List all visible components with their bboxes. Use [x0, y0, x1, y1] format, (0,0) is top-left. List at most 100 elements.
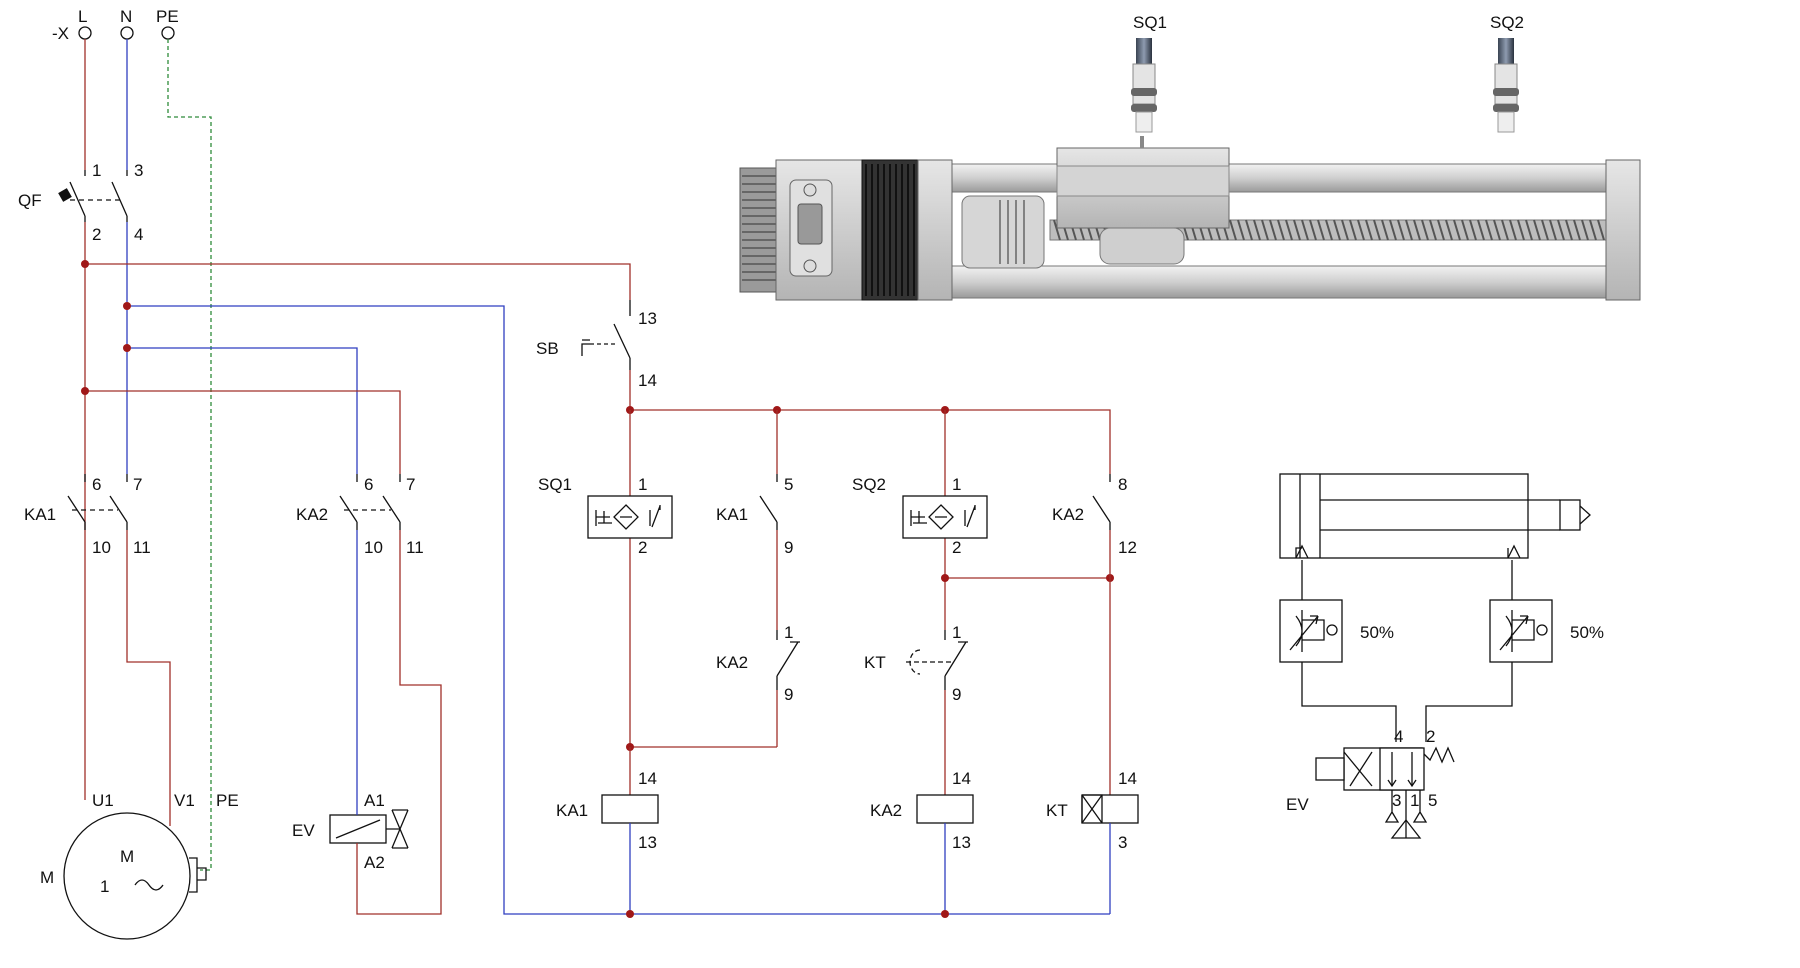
ka2-coil-label: KA2 [870, 801, 902, 820]
svg-text:9: 9 [784, 538, 793, 557]
supply-terminals: -X L N PE [52, 7, 179, 43]
timer-coil-icon [1081, 794, 1103, 824]
svg-text:3: 3 [1392, 791, 1401, 810]
wire-control-bus [629, 370, 1111, 474]
svg-text:5: 5 [784, 475, 793, 494]
terminal-strip-label: -X [52, 24, 69, 43]
pressure-source-icon [1390, 818, 1422, 839]
sq2-sensor-label: SQ2 [1490, 13, 1524, 32]
ka1-hold-label: KA1 [716, 505, 748, 524]
svg-text:3: 3 [1118, 833, 1127, 852]
svg-text:2: 2 [92, 225, 101, 244]
sq1-proximity-sensor-icon [1131, 38, 1157, 133]
svg-text:6: 6 [92, 475, 101, 494]
svg-text:1: 1 [638, 475, 647, 494]
spring-return-icon [1423, 746, 1455, 764]
terminal-pe-label: PE [156, 7, 179, 26]
svg-text:9: 9 [784, 685, 793, 704]
solenoid-actuator-icon [1315, 757, 1345, 781]
svg-text:6: 6 [364, 475, 373, 494]
sb-contact-icon [613, 300, 631, 370]
wire-n-ka2 [127, 347, 358, 474]
ka1-power-label: KA1 [24, 505, 56, 524]
svg-text:7: 7 [406, 475, 415, 494]
svg-text:A1: A1 [364, 791, 385, 810]
svg-text:14: 14 [638, 769, 657, 788]
sb-label: SB [536, 339, 559, 358]
terminal-pe [161, 26, 175, 40]
svg-text:1: 1 [952, 623, 961, 642]
motor-m: M U1 V1 PE M 1 [40, 791, 239, 940]
sq1-sensor-label: SQ1 [1133, 13, 1167, 32]
sq2-proximity-sensor-icon [1493, 38, 1519, 133]
svg-text:14: 14 [952, 769, 971, 788]
svg-text:12: 12 [1118, 538, 1137, 557]
svg-text:11: 11 [133, 538, 151, 557]
valve-symbol-icon [386, 809, 409, 849]
breaker-actuator-icon [58, 188, 72, 202]
kt-coil-label: KT [1046, 801, 1068, 820]
svg-text:1: 1 [784, 623, 793, 642]
linear-actuator: SQ1 SQ2 [739, 13, 1641, 301]
wire-ka2-a2 [356, 530, 442, 915]
terminal-l [78, 26, 92, 40]
pneumatic-cylinder-icon [1279, 473, 1529, 559]
ka1-power-contacts: KA1 6 7 10 11 [24, 474, 151, 557]
svg-text:10: 10 [364, 538, 383, 557]
svg-text:2: 2 [1426, 727, 1435, 746]
motor-label: M [40, 868, 54, 887]
svg-text:10: 10 [92, 538, 111, 557]
svg-text:8: 8 [1118, 475, 1127, 494]
sq1-contact-label: SQ1 [538, 475, 572, 494]
flow-right-label: 50% [1570, 623, 1604, 642]
svg-text:11: 11 [406, 538, 424, 557]
ka1-coil-label: KA1 [556, 801, 588, 820]
svg-text:M: M [120, 847, 134, 866]
svg-text:7: 7 [133, 475, 142, 494]
kt-coil-icon [1081, 794, 1139, 824]
ac-symbol-icon [134, 879, 164, 891]
svg-text:13: 13 [638, 309, 657, 328]
svg-text:A2: A2 [364, 853, 385, 872]
flow-control-left-icon [1279, 599, 1343, 663]
flow-left-label: 50% [1360, 623, 1394, 642]
wire-l-control [85, 263, 631, 300]
svg-text:5: 5 [1428, 791, 1437, 810]
svg-text:V1: V1 [174, 791, 195, 810]
breaker-qf: QF 1 3 2 4 [18, 161, 143, 244]
svg-text:4: 4 [134, 225, 143, 244]
ka2-coil-icon [916, 794, 974, 824]
ka2-hold-contact-icon [1092, 474, 1111, 530]
ka1-coil-icon [601, 794, 659, 824]
motor-ground-icon [189, 857, 207, 893]
ka2-power-label: KA2 [296, 505, 328, 524]
control-circuit: SB 13 14 SQ1 1 2 KA1 5 9 KA2 1 9 SQ2 1 [536, 300, 1139, 918]
wire-pe [167, 39, 212, 871]
valve-coil-ev: EV A1 A2 [292, 791, 409, 872]
wire-n-control [127, 305, 1110, 915]
svg-text:1: 1 [952, 475, 961, 494]
valve-position-b-icon [1379, 747, 1425, 791]
svg-text:2: 2 [952, 538, 961, 557]
svg-text:1: 1 [100, 877, 109, 896]
terminal-l-label: L [78, 7, 87, 26]
svg-text:U1: U1 [92, 791, 114, 810]
svg-text:4: 4 [1394, 727, 1403, 746]
ka2-hold-label: KA2 [1052, 505, 1084, 524]
pneumatic-circuit: 50% 50% 4 2 EV 3 1 5 [1279, 473, 1604, 839]
svg-text:14: 14 [638, 371, 657, 390]
svg-text:PE: PE [216, 791, 239, 810]
svg-text:13: 13 [952, 833, 971, 852]
svg-text:9: 9 [952, 685, 961, 704]
ka2-nc-label: KA2 [716, 653, 748, 672]
svg-text:2: 2 [638, 538, 647, 557]
qf-label: QF [18, 191, 42, 210]
flow-control-right-icon [1489, 599, 1553, 663]
wire-l-ka2 [85, 390, 401, 474]
sq2-contact-label: SQ2 [852, 475, 886, 494]
svg-text:14: 14 [1118, 769, 1137, 788]
power-wiring [81, 39, 1110, 915]
svg-text:1: 1 [92, 161, 101, 180]
svg-text:3: 3 [134, 161, 143, 180]
